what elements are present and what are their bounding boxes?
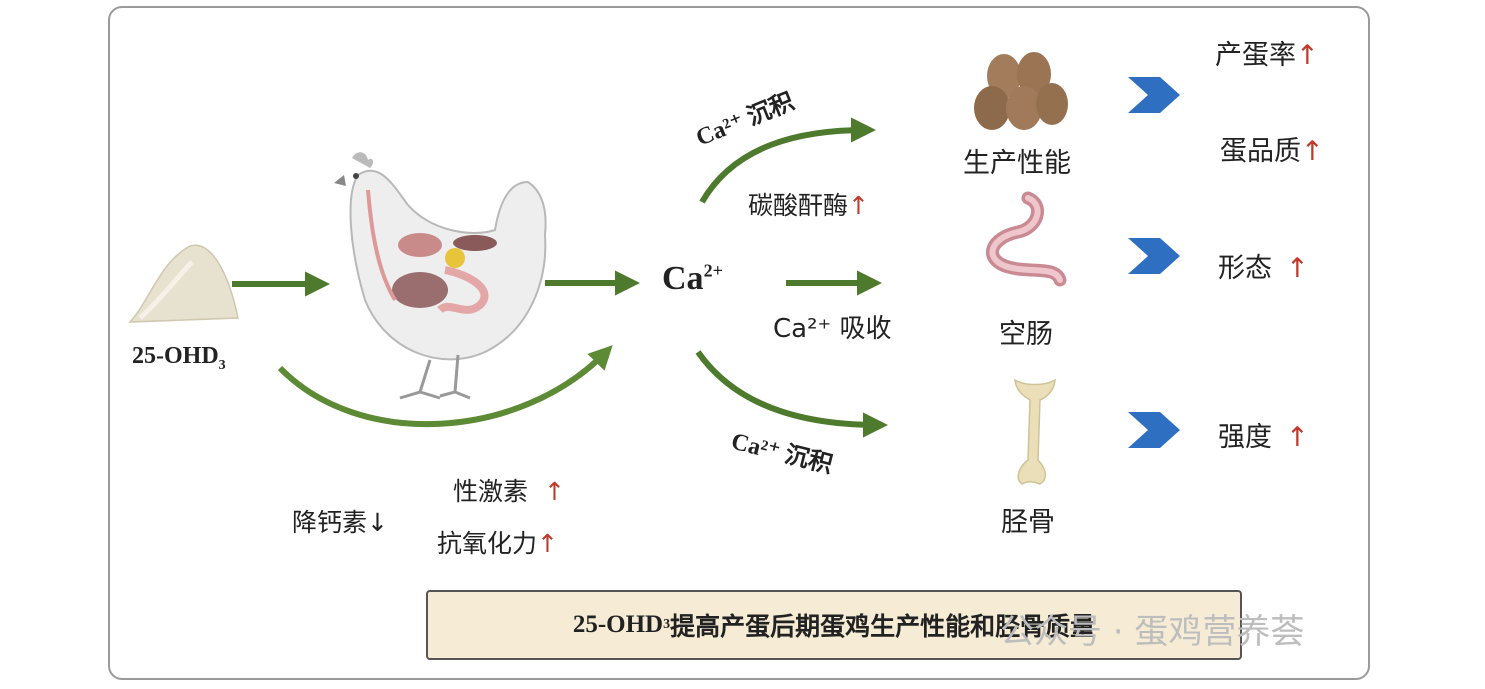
powder-icon (128, 244, 239, 323)
egg-quality-text: 蛋品质 (1220, 136, 1301, 167)
compound-label: 25-OHD3 (132, 343, 226, 374)
intestine-target-label: 空肠 (999, 319, 1053, 350)
arrow-direct-to-ca (277, 345, 613, 428)
calcitonin-label: 降钙素↓ (292, 503, 388, 539)
arrow-ca-to-eggs (699, 117, 877, 204)
laying-rate-text: 产蛋率 (1215, 40, 1296, 71)
bone-icon (1014, 378, 1056, 485)
bone-target-label: 胫骨 (1001, 507, 1055, 538)
up-arrow-icon: ↑ (537, 529, 558, 558)
up-arrow-icon: ↑ (544, 477, 565, 506)
up-arrow-icon: ↑ (1301, 136, 1324, 167)
enzyme-text: 碳酸酐酶 (748, 191, 849, 220)
watermark: 公众号 · 蛋鸡营养荟 (1000, 612, 1305, 652)
ion-charge: 2+ (703, 260, 723, 281)
hen-illustration-icon (334, 152, 547, 400)
caption-text: 提高产蛋后期蛋鸡生产性能和胫骨质量 (670, 612, 1096, 641)
antioxidant-label: 抗氧化力↑ (437, 524, 558, 560)
laying-rate-label: 产蛋率↑ (1215, 33, 1319, 72)
strength-label: 强度 ↑ (1218, 415, 1309, 454)
antioxidant-text: 抗氧化力 (437, 529, 538, 558)
morphology-label: 形态 ↑ (1218, 246, 1309, 285)
strength-text: 强度 (1218, 422, 1272, 453)
up-arrow-icon: ↑ (848, 191, 869, 220)
sex-hormone-text: 性激素 (453, 477, 529, 506)
chevron-right-icon (1128, 77, 1180, 113)
enzyme-label: 碳酸酐酶↑ (748, 186, 869, 222)
lower-deposit-label: Ca²⁺ 沉积 (729, 428, 836, 479)
absorption-label: Ca²⁺ 吸收 (773, 314, 892, 344)
ion-symbol: Ca (662, 260, 704, 297)
caption-compound: 25-OHD (572, 611, 664, 638)
sex-hormone-label: 性激素 ↑ (453, 472, 565, 508)
down-arrow-icon: ↓ (367, 508, 388, 537)
intestine-icon (986, 191, 1067, 287)
calcitonin-text: 降钙素 (292, 508, 368, 537)
up-arrow-icon: ↑ (1286, 422, 1309, 453)
eggs-icon (974, 52, 1068, 130)
chevrons (1128, 77, 1180, 448)
flow-arrows (232, 117, 889, 438)
egg-target-label: 生产性能 (963, 148, 1071, 179)
arrow-ca-to-bone (695, 350, 889, 438)
up-arrow-icon: ↑ (1296, 40, 1319, 71)
chevron-right-icon (1128, 412, 1180, 448)
calcium-ion-label: Ca2+ (662, 260, 723, 298)
up-arrow-icon: ↑ (1286, 253, 1309, 284)
compound-subscript: 3 (218, 357, 226, 373)
egg-quality-label: 蛋品质↑ (1220, 129, 1324, 168)
morphology-text: 形态 (1218, 253, 1272, 284)
compound-name: 25-OHD (132, 343, 219, 369)
chevron-right-icon (1128, 238, 1180, 274)
caption-subscript: 3 (663, 617, 671, 632)
diagram-frame (108, 6, 1370, 680)
